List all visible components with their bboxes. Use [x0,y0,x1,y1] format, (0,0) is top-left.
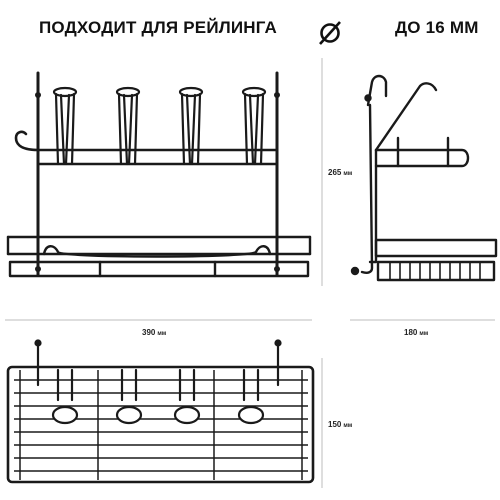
diameter-symbol-icon [319,21,341,45]
front-left-bottom-dot [35,266,41,272]
side-basket-slats [389,262,481,280]
top-glass-holders [34,339,282,425]
front-upper-bar [36,148,279,166]
front-glass-holders [52,86,267,166]
side-upper-holder [374,148,470,168]
dimension-lines [5,58,495,488]
width-dimension-unit: мм [157,331,167,337]
top-frame [6,365,315,484]
depth-dimension-unit: мм [419,331,429,337]
top-view [6,339,315,484]
side-lower-tray [374,238,498,258]
side-view [350,74,498,282]
front-right-mount-dot [274,92,280,98]
front-lower-tray [6,235,312,278]
height-dimension-unit: мм [343,171,353,177]
side-drip-basket [376,260,496,282]
side-bottom-dot [350,266,360,276]
top-depth-dimension-unit: мм [343,423,353,429]
side-diagonal-arm [374,82,438,152]
depth-dimension-value: 180 [404,328,418,337]
width-dimension-value: 390 [142,328,156,337]
side-rear-post [360,103,374,274]
side-hook-dot [364,94,372,102]
front-hook [14,130,40,152]
header-title-left: ПОДХОДИТ ДЛЯ РЕЙЛИНГА [39,18,278,37]
height-dimension-value: 265 [328,168,342,177]
top-depth-dimension-value: 150 [328,420,342,429]
side-hook [366,74,388,107]
header-title-right: ДО 16 ММ [395,18,479,37]
front-left-mount-dot [35,92,41,98]
front-right-bottom-dot [274,266,280,272]
front-view [6,71,312,278]
